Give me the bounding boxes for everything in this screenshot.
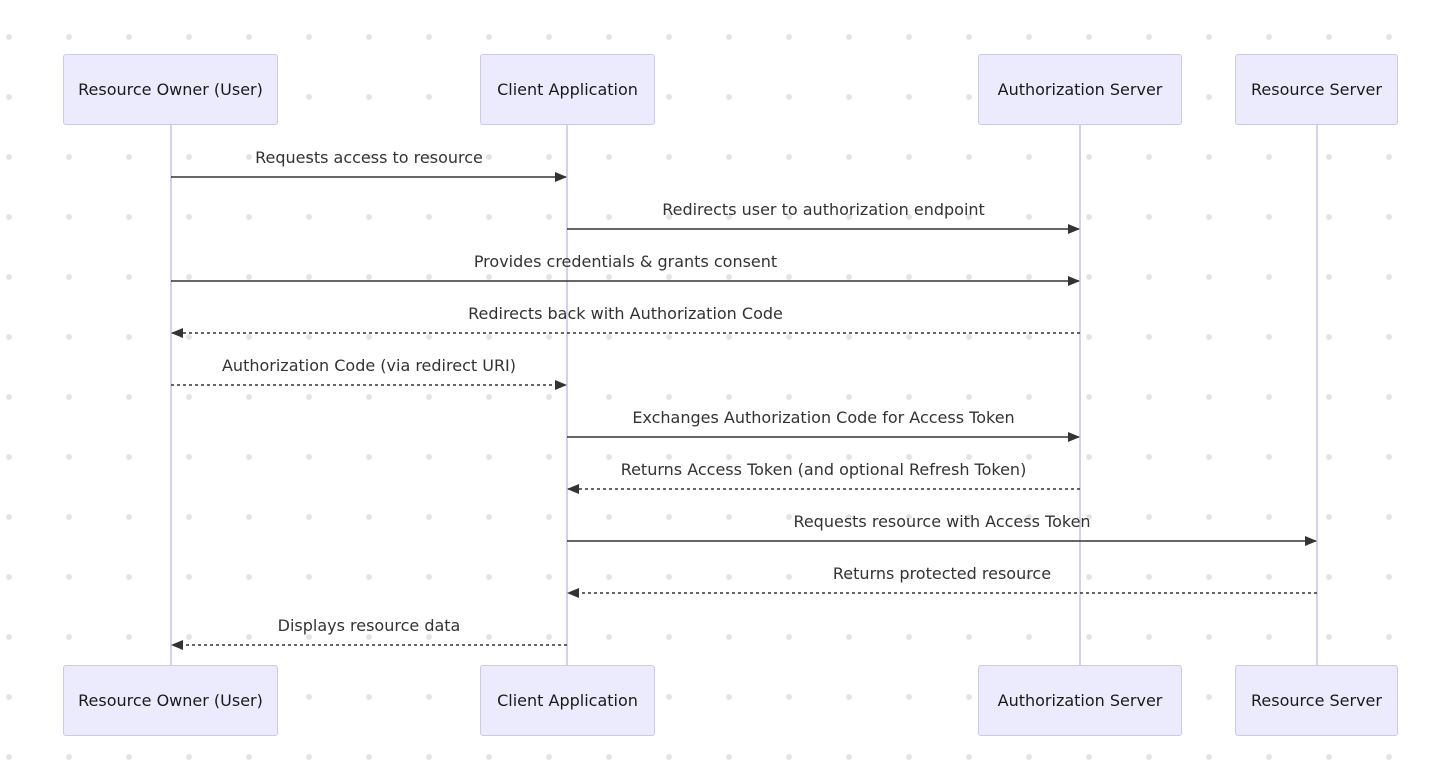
actor-bottom-resource-server[interactable]: Resource Server: [1235, 665, 1398, 736]
message-label-7: Returns Access Token (and optional Refre…: [621, 460, 1027, 479]
actor-top-resource-server[interactable]: Resource Server: [1235, 54, 1398, 125]
message-label-9: Returns protected resource: [833, 564, 1051, 583]
actor-bottom-authorization-server[interactable]: Authorization Server: [978, 665, 1182, 736]
message-label-6: Exchanges Authorization Code for Access …: [632, 408, 1014, 427]
actor-top-resource-owner[interactable]: Resource Owner (User): [63, 54, 278, 125]
actor-top-authorization-server[interactable]: Authorization Server: [978, 54, 1182, 125]
message-label-3: Provides credentials & grants consent: [474, 252, 777, 271]
message-label-2: Redirects user to authorization endpoint: [662, 200, 985, 219]
message-label-10: Displays resource data: [278, 616, 461, 635]
actor-bottom-resource-owner[interactable]: Resource Owner (User): [63, 665, 278, 736]
message-label-5: Authorization Code (via redirect URI): [222, 356, 516, 375]
message-label-8: Requests resource with Access Token: [793, 512, 1090, 531]
message-label-1: Requests access to resource: [255, 148, 483, 167]
actor-bottom-client-application[interactable]: Client Application: [480, 665, 655, 736]
actor-top-client-application[interactable]: Client Application: [480, 54, 655, 125]
lifelines: [170, 125, 1318, 665]
message-label-4: Redirects back with Authorization Code: [468, 304, 783, 323]
